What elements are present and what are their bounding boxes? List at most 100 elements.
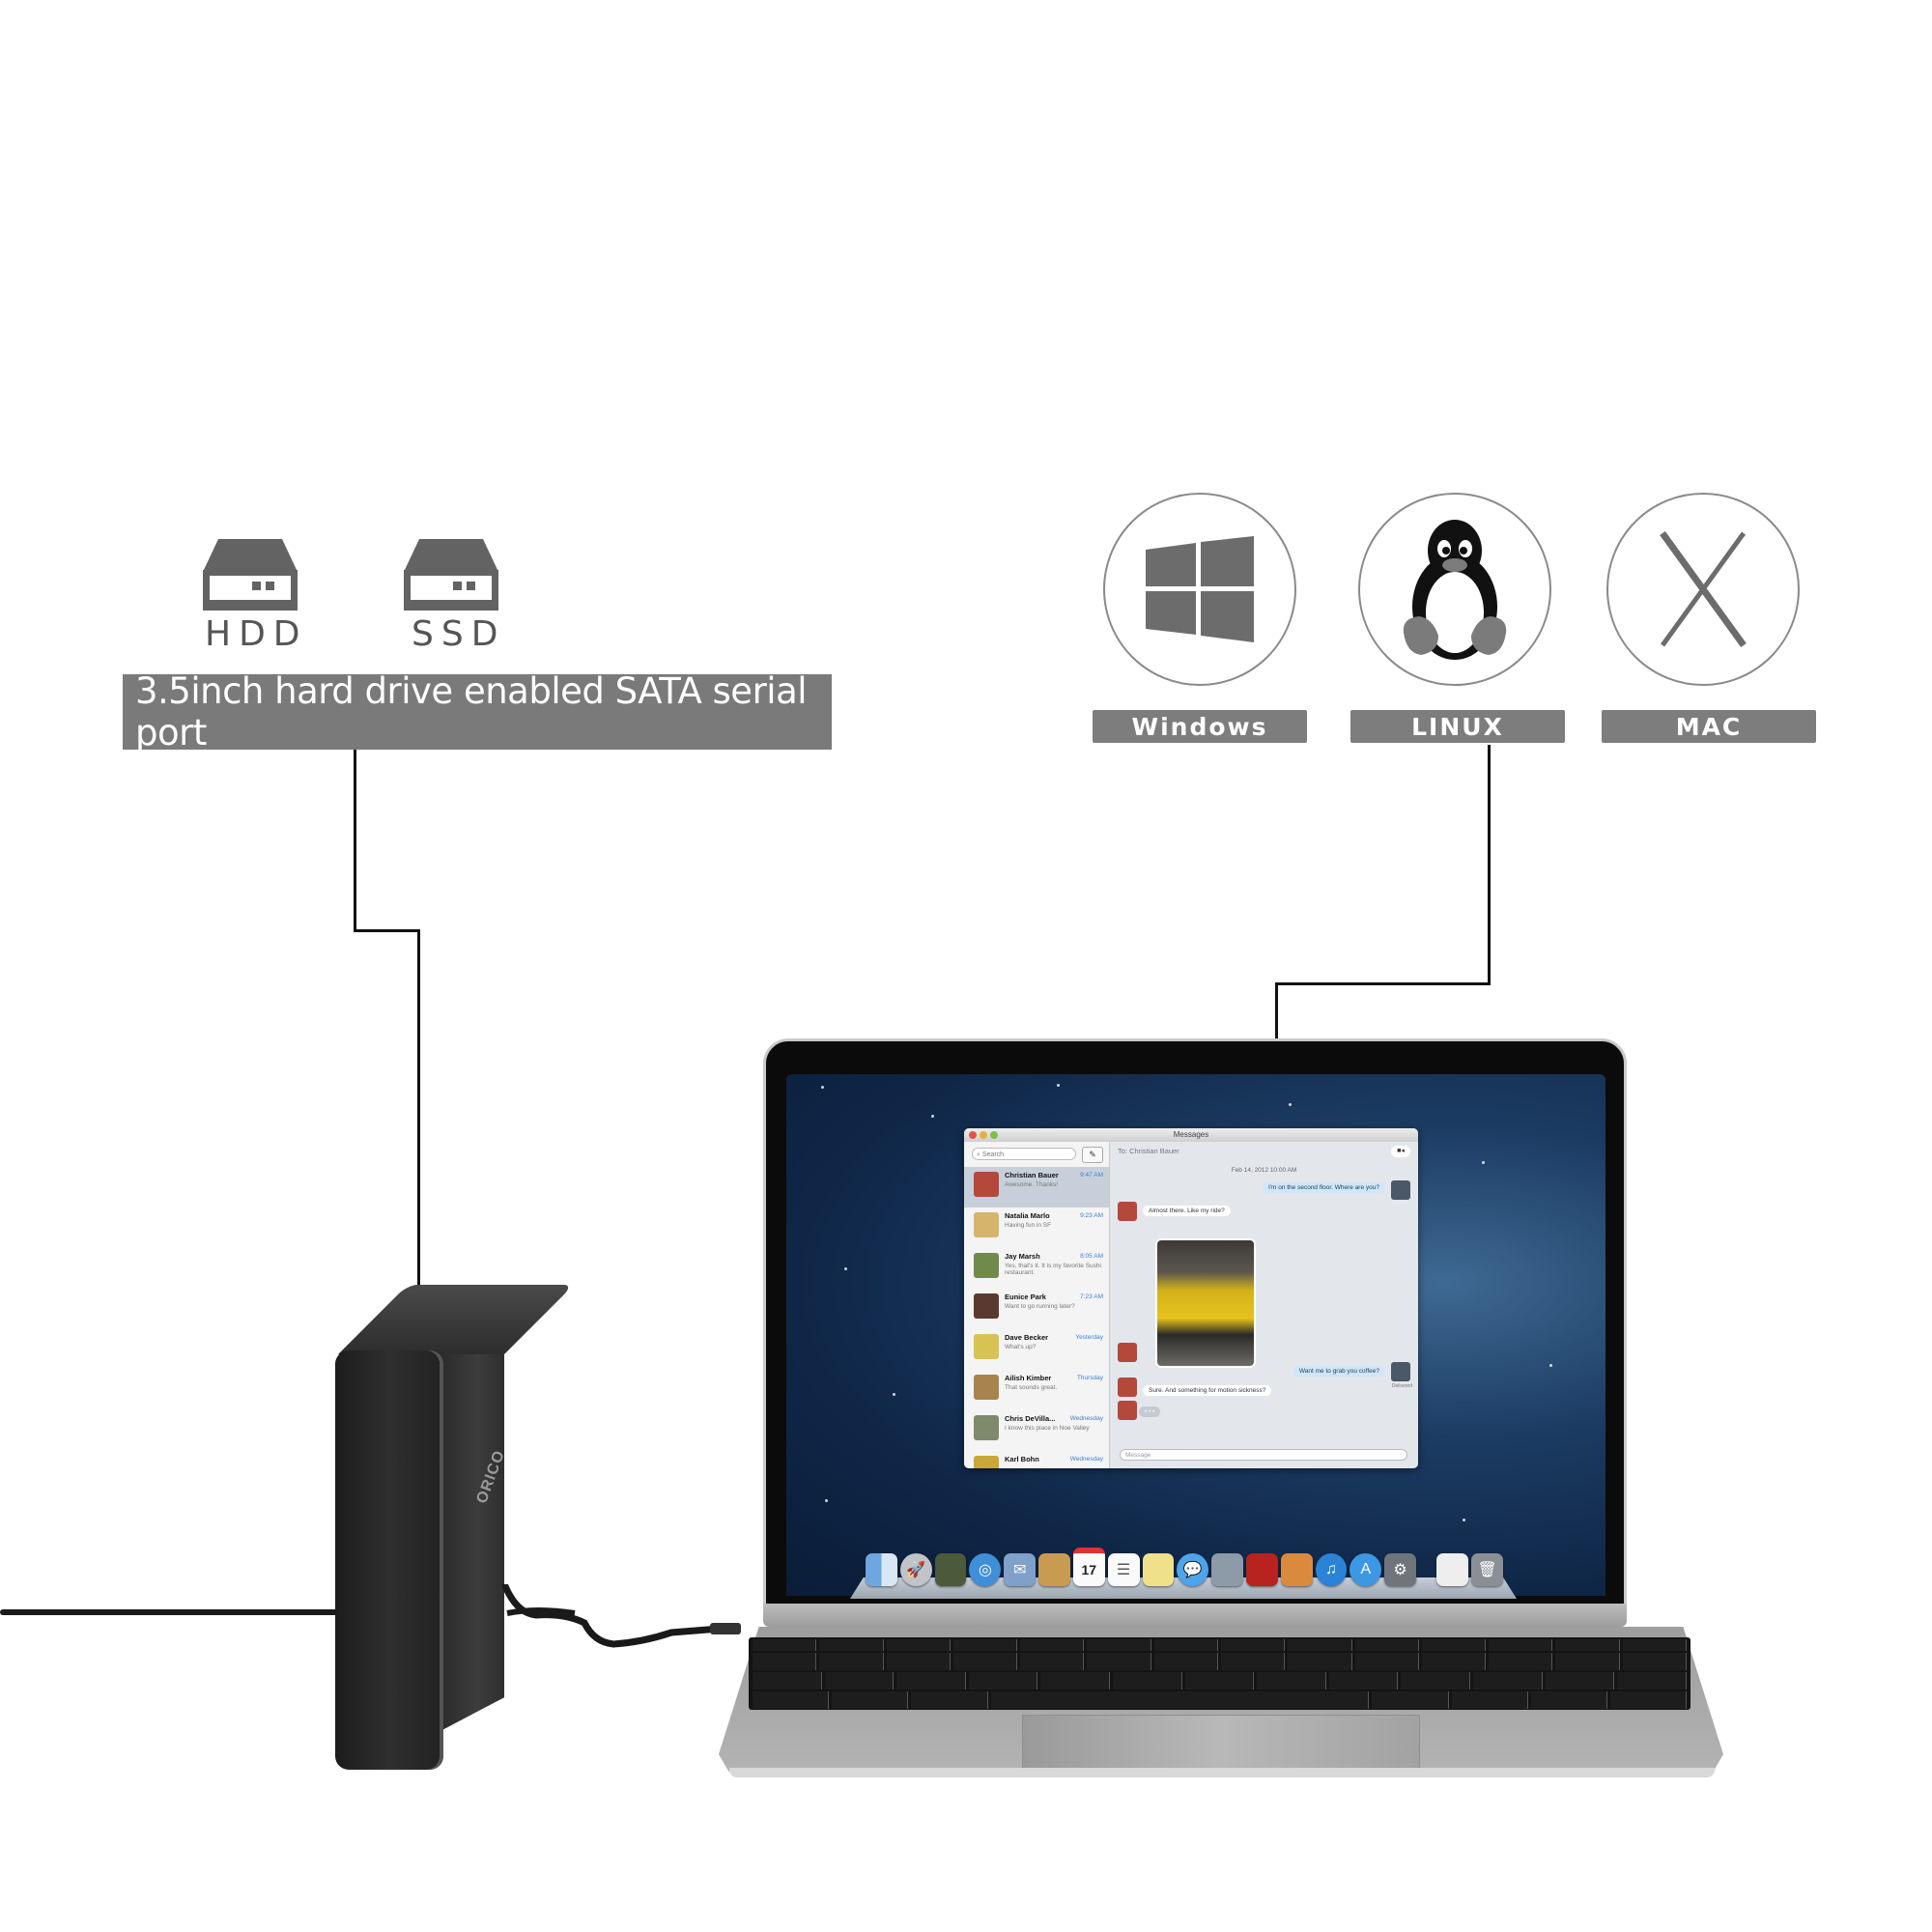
app-store-icon[interactable]: A [1350, 1553, 1382, 1586]
enclosure-top [338, 1285, 574, 1354]
contacts-icon[interactable] [1038, 1553, 1070, 1586]
message-bubble-incoming: Almost there. Like my ride? [1143, 1206, 1231, 1216]
video-camera-icon: ■◂ [1397, 1148, 1405, 1154]
documents-icon[interactable] [1436, 1553, 1469, 1586]
compose-icon: ✎ [1089, 1150, 1096, 1159]
conversation-time: 9:23 AM [1080, 1212, 1103, 1219]
avatar [1118, 1401, 1137, 1420]
connector-line [1275, 982, 1491, 985]
hdd-enclosure [335, 1350, 443, 1770]
conversation-item[interactable]: Eunice Park 7:23 AM Want to go running l… [964, 1289, 1109, 1329]
drive-banner: 3.5inch hard drive enabled SATA serial p… [123, 670, 832, 753]
contact-name: Jay Marsh [1005, 1252, 1040, 1261]
search-input[interactable]: ⌕ Search [972, 1148, 1076, 1160]
contact-name: Natalia Marlo [1005, 1211, 1050, 1220]
contact-name: Karl Bohn [1005, 1455, 1039, 1463]
key-row [749, 1691, 1690, 1709]
contact-name: Dave Becker [1005, 1333, 1049, 1342]
photo-attachment[interactable] [1155, 1238, 1256, 1368]
message-bubble-outgoing: I'm on the second floor. Where are you? [1262, 1182, 1385, 1193]
reminders-icon[interactable]: ☰ [1107, 1553, 1140, 1586]
conversation-time: 9:47 AM [1080, 1172, 1103, 1179]
message-bubble-incoming: Sure. And something for motion sickness? [1143, 1385, 1272, 1396]
key-row [749, 1672, 1690, 1690]
conversation-preview: What's up? [1005, 1344, 1037, 1350]
avatar [974, 1293, 999, 1319]
mail-icon[interactable]: ✉ [1004, 1553, 1037, 1586]
avatar [974, 1375, 999, 1400]
conversation-preview: Having fun in SF [1005, 1222, 1052, 1229]
calendar-day: 17 [1081, 1562, 1097, 1577]
recipient-name: Christian Bauer [1129, 1147, 1179, 1155]
conversation-item[interactable]: Christian Bauer 9:47 AM Awesome. Thanks! [964, 1167, 1109, 1208]
contact-name: Christian Bauer [1005, 1171, 1059, 1179]
conversation-item[interactable]: Karl Bohn Wednesday [964, 1451, 1109, 1468]
conversation-item[interactable]: Chris DeVilla... Wednesday I know this p… [964, 1410, 1109, 1451]
delivered-status: Delivered [1391, 1383, 1412, 1389]
calendar-icon[interactable]: 17 [1072, 1548, 1105, 1586]
trackpad [1022, 1715, 1420, 1771]
conversation-time: Yesterday [1075, 1334, 1103, 1341]
avatar [974, 1172, 999, 1197]
connector-line [417, 929, 420, 1294]
facetime-icon[interactable] [1211, 1553, 1243, 1586]
conversation-item[interactable]: Natalia Marlo 9:23 AM Having fun in SF [964, 1208, 1109, 1248]
conversation-preview: That sounds great. [1005, 1384, 1058, 1391]
mac-os-x-icon [1660, 531, 1747, 647]
iphoto-icon[interactable] [1280, 1553, 1313, 1586]
chat-date: Feb 14, 2012 10:00 AM [1231, 1167, 1297, 1174]
conversation-item[interactable]: Dave Becker Yesterday What's up? [964, 1329, 1109, 1370]
tux-penguin-icon [1403, 520, 1507, 660]
chat-pane: To: Christian Bauer ■◂ Feb 14, 2012 10:0… [1110, 1142, 1418, 1468]
connector-line [1488, 745, 1491, 985]
avatar [974, 1415, 999, 1440]
messages-icon[interactable]: 💬 [1177, 1553, 1209, 1586]
finder-icon[interactable] [866, 1553, 897, 1586]
compose-button[interactable]: ✎ [1082, 1147, 1103, 1163]
avatar [974, 1456, 999, 1468]
avatar [1391, 1362, 1410, 1381]
contact-name: Ailish Kimber [1005, 1374, 1052, 1382]
safari-icon[interactable]: ◎ [969, 1553, 1002, 1586]
recipient-field[interactable]: To: Christian Bauer [1118, 1147, 1179, 1155]
os-label-windows: Windows [1093, 710, 1307, 743]
minimize-button[interactable] [980, 1131, 987, 1139]
hdd-icon [203, 539, 298, 611]
connector-line [354, 929, 420, 932]
key-row [749, 1639, 1690, 1651]
close-button[interactable] [969, 1131, 977, 1139]
message-bubble-outgoing: Want me to grab you coffee? [1293, 1366, 1385, 1377]
conversation-item[interactable]: Jay Marsh 8:05 AM Yes, that's it. It is … [964, 1248, 1109, 1289]
facetime-button[interactable]: ■◂ [1391, 1146, 1410, 1157]
windows-circle [1103, 493, 1296, 686]
message-input[interactable]: Message [1120, 1449, 1407, 1461]
itunes-icon[interactable]: ♫ [1315, 1553, 1348, 1586]
windows-logo-icon [1146, 536, 1254, 642]
os-label-linux: LINUX [1350, 710, 1565, 743]
zoom-button[interactable] [990, 1131, 998, 1139]
notes-icon[interactable] [1142, 1553, 1175, 1586]
hdd-label: HDD [205, 614, 308, 654]
usb-c-cable [501, 1584, 741, 1648]
conversation-sidebar: ⌕ Search ✎ Christian Bauer 9:47 AM Aweso… [964, 1142, 1110, 1468]
typing-indicator: • • • [1139, 1406, 1161, 1417]
key-row [749, 1653, 1690, 1670]
conversation-preview: Awesome. Thanks! [1005, 1181, 1059, 1188]
os-label-mac: MAC [1602, 710, 1816, 743]
launchpad-icon[interactable]: 🚀 [899, 1553, 932, 1586]
conversation-time: 7:23 AM [1080, 1293, 1103, 1300]
conversation-time: Thursday [1076, 1375, 1103, 1381]
window-title: Messages [1173, 1130, 1209, 1139]
avatar [974, 1334, 999, 1359]
connector-line [354, 750, 356, 932]
ssd-icon [404, 539, 498, 611]
conversation-item[interactable]: Ailish Kimber Thursday That sounds great… [964, 1370, 1109, 1410]
trash-icon[interactable]: 🗑 [1471, 1553, 1504, 1586]
window-titlebar[interactable]: Messages [964, 1128, 1418, 1142]
avatar [1118, 1378, 1137, 1397]
mission-control-icon[interactable] [934, 1553, 967, 1586]
avatar [974, 1212, 999, 1237]
photo-booth-icon[interactable] [1245, 1553, 1278, 1586]
contact-name: Eunice Park [1005, 1293, 1046, 1301]
system-preferences-icon[interactable]: ⚙ [1384, 1553, 1416, 1586]
